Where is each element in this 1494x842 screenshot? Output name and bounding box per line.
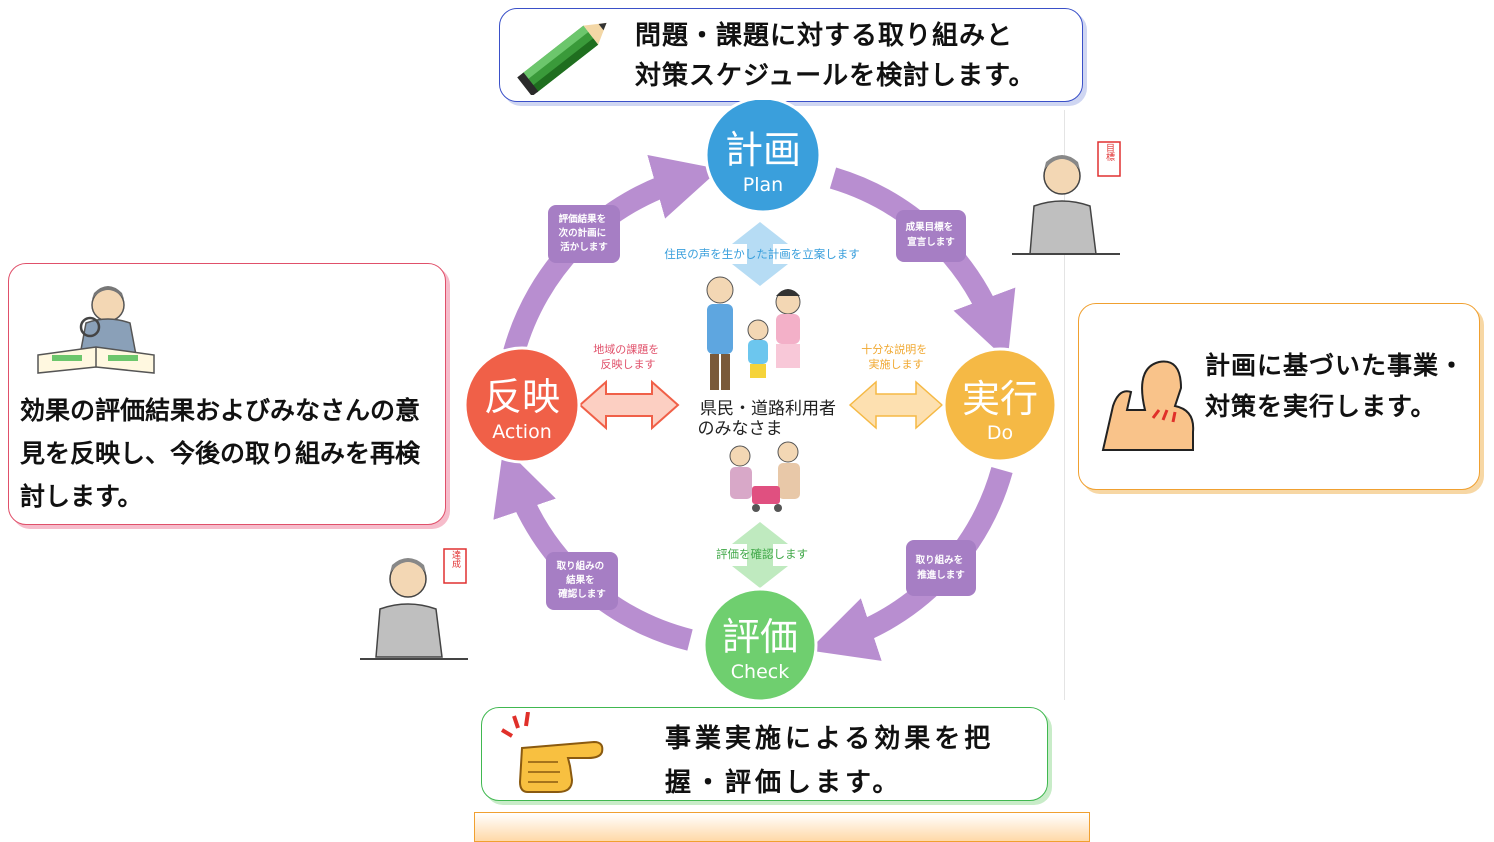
elderly-illustration (729, 441, 800, 512)
check-circle (702, 587, 818, 703)
family-illustration (706, 276, 801, 390)
plan-description-line: 対策スケジュールを検討します。 (635, 61, 1036, 91)
action-circle (463, 346, 581, 464)
center-label-line1: 県民・道路利用者 (700, 399, 836, 419)
arrow-label-bg (548, 205, 620, 263)
action-sublabel: Action (492, 421, 552, 443)
person-achieved-icon: 達成 (360, 548, 468, 660)
inner-label-left: 地域の課題を 反映します (593, 342, 663, 371)
arrow-label-action-to-plan: 評価結果を 次の計画に 活かします (559, 213, 610, 253)
flexed-arm-icon (1101, 360, 1195, 451)
plan-circle (704, 100, 822, 214)
ring-arrow-action-to-plan (503, 155, 720, 355)
plan-description-line: 問題・課題に対する取り組みと (635, 21, 1014, 51)
plan-label: 計画 (725, 128, 801, 172)
reading-person-icon (37, 286, 155, 374)
inner-label-bottom: 評価を確認します (716, 547, 808, 561)
plan-sublabel: Plan (743, 174, 783, 196)
bottom-bar (474, 812, 1090, 842)
pencil-icon (517, 22, 607, 95)
arrow-label-bg (896, 210, 966, 262)
do-description-line: 計画に基づいた事業・対策を実行します。 (1205, 351, 1466, 421)
action-description-text: 効果の評価結果およびみなさんの意見を反映し、今後の取り組みを再検討します。 (20, 389, 440, 518)
action-label: 反映 (484, 375, 560, 419)
goal-stamp: 目標 (1104, 143, 1115, 162)
inner-arrow-bottom (732, 522, 788, 588)
arrow-label-plan-to-do: 成果目標を 宣言します (906, 221, 957, 248)
inner-arrow-top (732, 222, 788, 286)
inner-label-top: 住民の声を生かした計画を立案します (664, 247, 860, 261)
inner-arrow-left (578, 379, 680, 431)
do-label: 実行 (962, 377, 1038, 421)
do-circle (942, 347, 1058, 463)
arrow-label-check-to-action: 取り組みの 結果を 確認します (557, 560, 608, 600)
center-label-line2: のみなさま (698, 419, 783, 439)
check-description-text: 事業実施による効果を把 握・評価します。 (665, 717, 994, 805)
person-goal-icon: 目標 (1012, 141, 1121, 255)
check-label: 評価 (722, 615, 798, 659)
arrow-label-bg (546, 552, 618, 610)
check-description-line: 事業実施による効果を把 (665, 724, 995, 754)
inner-arrow-right (848, 380, 944, 430)
action-description-line: 効果の評価結果およびみなさんの意見を反映し、今後の取り組みを再検討します。 (20, 396, 421, 511)
achieved-stamp: 達成 (450, 549, 461, 569)
pointing-hand-icon (500, 712, 604, 793)
inner-label-right: 十分な説明を 実施します (861, 342, 931, 371)
divider (1064, 110, 1065, 700)
do-sublabel: Do (987, 422, 1013, 444)
check-sublabel: Check (731, 661, 789, 683)
plan-description-box (499, 8, 1083, 102)
check-description-line: 握・評価します。 (665, 768, 903, 798)
pdca-cycle: 評価結果を 次の計画に 活かします 成果目標を 宣言します 取り組みを 推進しま… (463, 100, 1058, 703)
arrow-label-do-to-check: 取り組みを 推進します (916, 554, 967, 581)
plan-description-text: 問題・課題に対する取り組みと 対策スケジュールを検討します。 (635, 16, 1036, 96)
arrow-label-bg (906, 540, 976, 596)
action-description-box (8, 263, 446, 525)
do-description-text: 計画に基づいた事業・対策を実行します。 (1205, 345, 1467, 427)
